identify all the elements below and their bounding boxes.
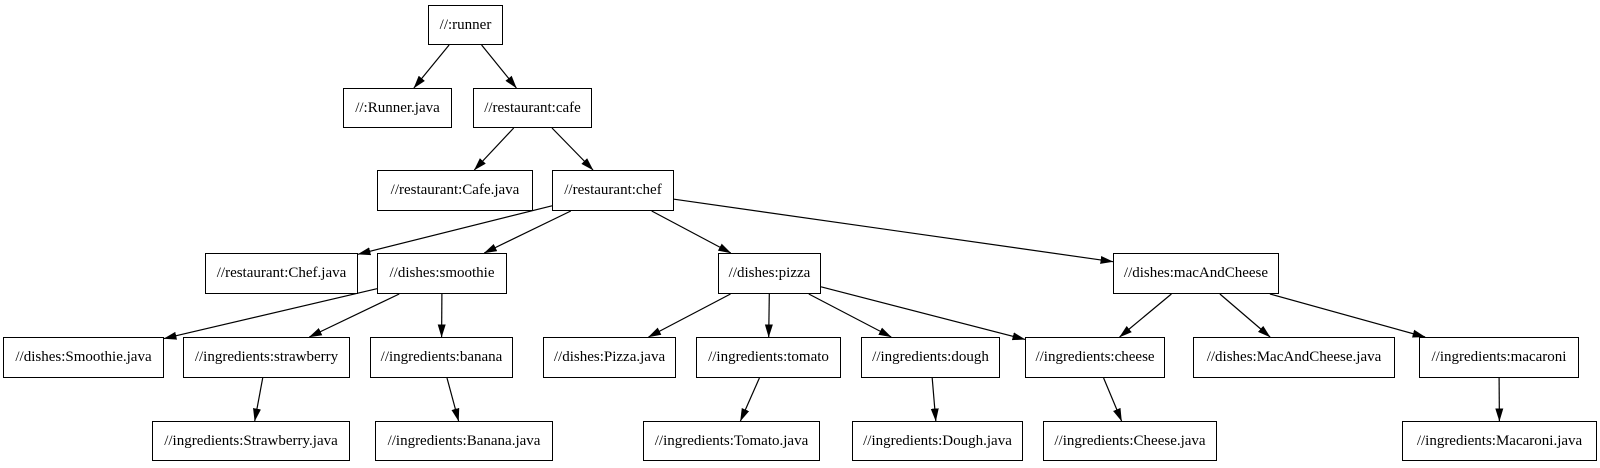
graph-node-macaroni-java: //ingredients:Macaroni.java — [1402, 421, 1597, 461]
graph-edge-chef-to-pizza — [651, 210, 732, 254]
graph-edge-chef-to-mac-and-cheese — [673, 198, 1114, 264]
graph-edge-pizza-to-pizza-java — [648, 293, 731, 338]
graph-node-cheese: //ingredients:cheese — [1025, 337, 1165, 378]
graph-edge-mac-and-cheese-to-macaroni — [1269, 293, 1426, 338]
graph-edge-runner-to-runner-java — [413, 44, 450, 89]
graph-edge-mac-and-cheese-to-cheese — [1119, 293, 1172, 338]
graph-node-strawberry-java: //ingredients:Strawberry.java — [152, 421, 350, 461]
graph-node-smoothie: //dishes:smoothie — [377, 253, 507, 294]
graph-node-dough-java: //ingredients:Dough.java — [852, 421, 1023, 461]
graph-node-chef: //restaurant:chef — [552, 170, 674, 211]
graph-node-runner: //:runner — [428, 5, 503, 45]
graph-edge-pizza-to-tomato — [764, 293, 773, 338]
graph-node-tomato: //ingredients:tomato — [696, 337, 841, 378]
graph-edge-cheese-to-cheese-java — [1103, 377, 1123, 422]
graph-edge-cafe-to-chef — [551, 127, 594, 171]
graph-node-strawberry: //ingredients:strawberry — [183, 337, 350, 378]
graph-edge-chef-to-smoothie — [483, 210, 572, 254]
graph-node-mac-and-cheese-java: //dishes:MacAndCheese.java — [1193, 337, 1395, 378]
graph-edge-pizza-to-dough — [808, 293, 892, 338]
graph-node-chef-java: //restaurant:Chef.java — [205, 253, 358, 294]
graph-node-dough: //ingredients:dough — [861, 337, 1000, 378]
graph-node-pizza-java: //dishes:Pizza.java — [543, 337, 676, 378]
graph-edge-tomato-to-tomato-java — [739, 377, 760, 422]
graph-edge-smoothie-to-smoothie-java — [163, 288, 378, 340]
graph-node-runner-java: //:Runner.java — [343, 88, 452, 128]
graph-node-mac-and-cheese: //dishes:macAndCheese — [1113, 253, 1279, 294]
graph-edge-chef-to-chef-java — [357, 205, 553, 256]
graph-edge-mac-and-cheese-to-mac-and-cheese-java — [1219, 293, 1271, 338]
graph-node-banana: //ingredients:banana — [370, 337, 513, 378]
graph-edge-dough-to-dough-java — [930, 377, 939, 422]
graph-edge-runner-to-cafe — [481, 44, 517, 89]
graph-node-banana-java: //ingredients:Banana.java — [375, 421, 553, 461]
graph-node-cafe: //restaurant:cafe — [473, 88, 592, 128]
graph-edge-pizza-to-cheese — [820, 286, 1026, 341]
graph-edge-banana-to-banana-java — [446, 377, 460, 422]
graph-node-cheese-java: //ingredients:Cheese.java — [1043, 421, 1217, 461]
graph-edge-strawberry-to-strawberry-java — [253, 377, 264, 422]
graph-edge-cafe-to-cafe-java — [473, 127, 515, 171]
graph-node-macaroni: //ingredients:macaroni — [1419, 337, 1579, 378]
graph-edge-smoothie-to-strawberry — [308, 293, 400, 338]
graph-node-smoothie-java: //dishes:Smoothie.java — [3, 337, 164, 378]
graph-node-cafe-java: //restaurant:Cafe.java — [377, 170, 533, 211]
graph-node-tomato-java: //ingredients:Tomato.java — [643, 421, 820, 461]
graph-node-pizza: //dishes:pizza — [718, 253, 821, 294]
